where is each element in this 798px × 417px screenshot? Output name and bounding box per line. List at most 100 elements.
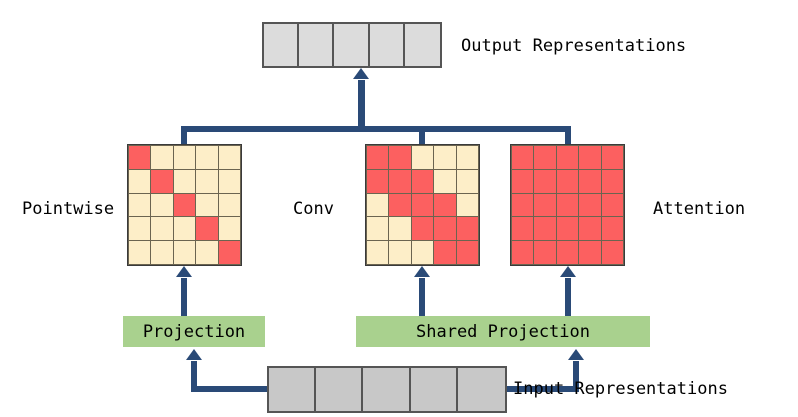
projection-box[interactable]: Projection [123, 316, 265, 347]
bus-drop-pointwise [181, 126, 187, 146]
matrix-cell [127, 216, 152, 242]
merge-to-output-line [358, 80, 365, 128]
matrix-cell [388, 168, 412, 194]
input-to-projection-arrowhead [186, 349, 202, 360]
matrix-cell [150, 216, 174, 242]
output-token-cell [370, 24, 405, 66]
matrix-cell [433, 168, 457, 194]
input-token-cell [316, 368, 364, 411]
matrix-cell [410, 192, 435, 218]
input-token-cell [363, 368, 411, 411]
matrix-cell [410, 145, 435, 170]
output-representations-label: Output Representations [461, 36, 687, 56]
matrix-cell [455, 145, 480, 170]
matrix-cell [217, 240, 242, 265]
bus-drop-conv [419, 126, 425, 146]
matrix-cell [127, 168, 152, 194]
matrix-cell [365, 240, 390, 265]
output-token-cell [264, 24, 300, 66]
shared-projection-to-attention-arrowhead [560, 266, 576, 277]
matrix-cell [217, 216, 242, 242]
matrix-cell [578, 168, 602, 194]
matrix-cell [365, 145, 390, 170]
input-token-cell [269, 368, 317, 411]
matrix-cell [217, 168, 242, 194]
matrix-cell [578, 192, 602, 218]
input-to-projection-vertical [191, 361, 197, 392]
bus-drop-attention [565, 126, 571, 146]
matrix-cell [150, 240, 174, 265]
attention-label: Attention [653, 199, 746, 219]
matrix-cell [172, 216, 197, 242]
output-token-cell [299, 24, 335, 66]
matrix-cell [555, 216, 580, 242]
matrix-cell [433, 216, 457, 242]
pointwise-matrix [127, 144, 242, 266]
matrix-cell [533, 145, 557, 170]
matrix-cell [455, 192, 480, 218]
shared-projection-to-conv-arrowhead [414, 266, 430, 277]
matrix-cell [195, 240, 219, 265]
matrix-cell [410, 216, 435, 242]
input-to-shared-projection-horizontal [505, 386, 579, 392]
matrix-cell [433, 145, 457, 170]
conv-matrix [365, 144, 480, 266]
input-to-projection-horizontal [191, 386, 271, 392]
matrix-cell [510, 192, 535, 218]
projection-to-pointwise-arrowhead [176, 266, 192, 277]
merge-to-output-arrowhead [353, 68, 369, 79]
matrix-cell [195, 168, 219, 194]
shared-projection-box-label: Shared Projection [416, 321, 590, 342]
matrix-cell [510, 240, 535, 265]
input-token-cell [411, 368, 458, 411]
matrix-cell [365, 192, 390, 218]
input-to-shared-projection-vertical [573, 361, 579, 392]
projection-box-label: Projection [142, 321, 246, 342]
shared-projection-to-conv-line [419, 278, 425, 318]
shared-projection-to-attention-line [565, 278, 571, 318]
conv-label: Conv [293, 199, 334, 219]
merge-bus-horizontal [181, 126, 571, 132]
matrix-cell [555, 240, 580, 265]
matrix-cell [172, 145, 197, 170]
matrix-cell [510, 145, 535, 170]
output-representations-strip [262, 22, 442, 68]
matrix-cell [410, 240, 435, 265]
matrix-cell [510, 168, 535, 194]
matrix-cell [533, 216, 557, 242]
matrix-cell [433, 240, 457, 265]
attention-matrix [510, 144, 625, 266]
matrix-cell [533, 168, 557, 194]
matrix-cell [455, 240, 480, 265]
matrix-cell [578, 240, 602, 265]
matrix-cell [365, 168, 390, 194]
matrix-cell [127, 145, 152, 170]
matrix-cell [600, 192, 625, 218]
matrix-cell [150, 192, 174, 218]
matrix-cell [388, 216, 412, 242]
matrix-cell [455, 168, 480, 194]
matrix-cell [533, 192, 557, 218]
projection-to-pointwise-line [181, 278, 187, 318]
input-token-cell [458, 368, 505, 411]
matrix-cell [388, 192, 412, 218]
input-representations-label: Input Representations [513, 379, 728, 399]
matrix-cell [600, 145, 625, 170]
matrix-cell [600, 168, 625, 194]
matrix-cell [217, 192, 242, 218]
shared-projection-box[interactable]: Shared Projection [356, 316, 650, 347]
matrix-cell [578, 216, 602, 242]
matrix-cell [195, 192, 219, 218]
matrix-cell [217, 145, 242, 170]
matrix-cell [600, 216, 625, 242]
matrix-cell [195, 145, 219, 170]
matrix-cell [150, 145, 174, 170]
matrix-cell [555, 168, 580, 194]
output-token-cell [334, 24, 370, 66]
matrix-cell [533, 240, 557, 265]
matrix-cell [510, 216, 535, 242]
matrix-cell [555, 145, 580, 170]
matrix-cell [172, 168, 197, 194]
matrix-cell [127, 240, 152, 265]
